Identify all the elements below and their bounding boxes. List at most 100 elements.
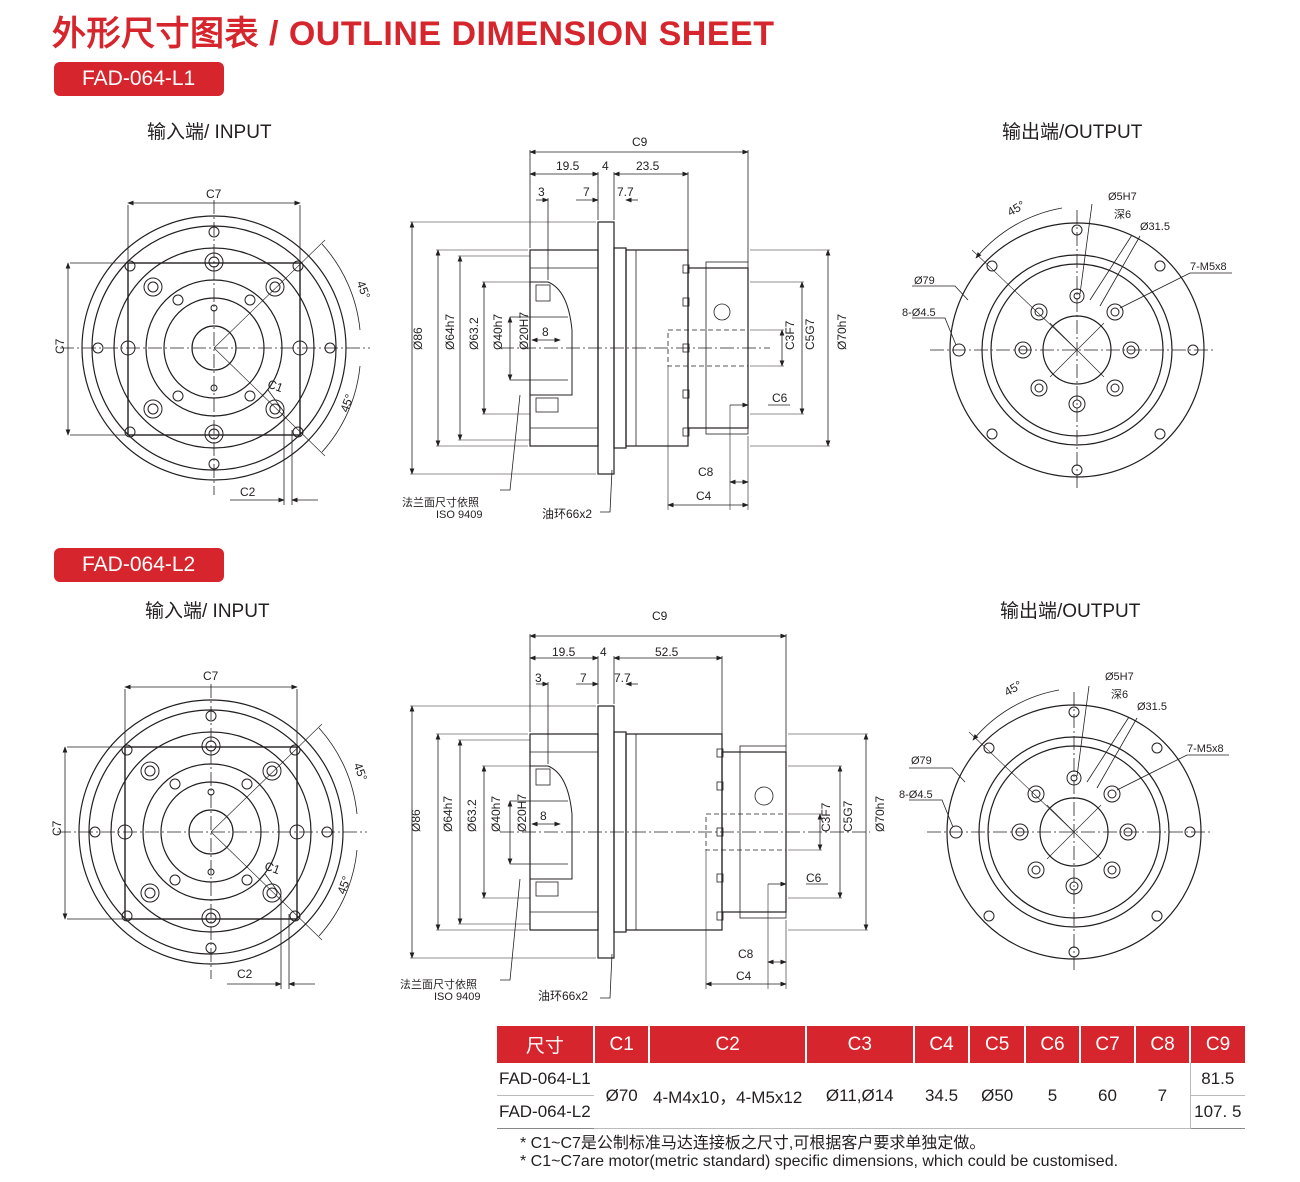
dim-c1-l2: C1	[263, 859, 283, 878]
dim-c3f7: C3F7	[783, 320, 797, 350]
input-label-l2: 输入端/ INPUT	[145, 601, 270, 622]
out-phi5: Ø5H7	[1108, 191, 1137, 203]
model-cell: FAD-064-L1	[497, 1063, 594, 1096]
angle-top: 45°	[354, 279, 373, 301]
cell-c9: 107. 5	[1189, 1095, 1245, 1129]
table-row: FAD-064-L1 Ø70 4-M4x10，4-M5x12 Ø11,Ø14 3…	[497, 1063, 1245, 1129]
th-c8: C8	[1134, 1026, 1191, 1063]
cell-c9: 81.5	[1189, 1063, 1245, 1096]
dim-phi86: Ø86	[411, 327, 425, 350]
dim-c6-l2: C6	[806, 871, 822, 885]
dim-c2: C2	[240, 485, 256, 499]
cell-c7: 60	[1080, 1063, 1136, 1129]
input-view-l1	[60, 200, 370, 505]
dim-c7-top-l2: C7	[203, 669, 219, 683]
dim-c8: C8	[698, 465, 714, 479]
dim-7-l2: 7	[580, 671, 587, 685]
dim-c4: C4	[696, 489, 712, 503]
side-view-l2	[409, 633, 870, 999]
th-c4: C4	[912, 1026, 970, 1063]
th-c9: C9	[1189, 1026, 1245, 1063]
cell-c4: 34.5	[913, 1063, 970, 1129]
angle-bottom: 45°	[337, 392, 356, 414]
dim-c9: C9	[632, 135, 648, 149]
cell-c3: Ø11,Ø14	[805, 1063, 914, 1129]
dim-c7-left: C7	[53, 338, 67, 354]
oil-ring: 油环66x2	[542, 507, 592, 521]
model-badge-l2: FAD-064-L2	[54, 548, 224, 582]
spec-table: 尺寸 C1 C2 C3 C4 C5 C6 C7 C8 C9 FAD-064-L1…	[497, 1026, 1245, 1129]
out-holes: 8-Ø4.5	[902, 307, 936, 319]
dim-3-l2: 3	[535, 671, 542, 685]
out-phi79-l2: Ø79	[911, 755, 932, 767]
dim-phi632: Ø63.2	[467, 317, 481, 350]
out-phi315: Ø31.5	[1140, 221, 1170, 233]
note-en: * C1~C7are motor(metric standard) specif…	[520, 1153, 1119, 1170]
model-cell: FAD-064-L2	[497, 1095, 594, 1129]
angle-top-l2: 45°	[351, 761, 370, 783]
dim-c4-l2: C4	[736, 969, 752, 983]
angle-bottom-l2: 45°	[334, 874, 353, 896]
dim-c1: C1	[266, 377, 286, 396]
flange-note-2: ISO 9409	[436, 509, 482, 521]
flange-note-1: 法兰面尺寸依照	[402, 495, 479, 509]
out-depth: 深6	[1114, 208, 1131, 221]
dim-c-l2: 52.5	[655, 645, 679, 659]
dim-phi20-l2: Ø20H7	[515, 794, 529, 832]
note-cn: * C1~C7是公制标准马达连接板之尺寸,可根据客户要求单独定做。	[520, 1135, 986, 1152]
output-label-l2: 输出端/OUTPUT	[1000, 601, 1141, 622]
dim-c5g7-l2: C5G7	[841, 800, 855, 832]
cell-c6: 5	[1024, 1063, 1080, 1129]
dim-b-l2: 4	[600, 645, 607, 659]
page-title: 外形尺寸图表 / OUTLINE DIMENSION SHEET	[52, 15, 775, 53]
dim-8: 8	[542, 325, 549, 339]
out-phi315-l2: Ø31.5	[1137, 701, 1167, 713]
th-c6: C6	[1023, 1026, 1080, 1063]
dim-b: 4	[602, 159, 609, 173]
th-c5: C5	[968, 1026, 1025, 1063]
th-c2: C2	[648, 1026, 806, 1063]
spec-table-header: 尺寸 C1 C2 C3 C4 C5 C6 C7 C8 C9	[497, 1026, 1245, 1063]
output-view-l1	[912, 203, 1232, 490]
dim-phi64: Ø64h7	[443, 314, 457, 350]
table-row: FAD-064-L2 107. 5	[497, 1095, 1245, 1129]
out-angle-l2: 45°	[1002, 678, 1025, 699]
dim-c8-l2: C8	[738, 947, 754, 961]
oil-ring-l2: 油环66x2	[538, 989, 588, 1003]
out-phi79: Ø79	[914, 275, 935, 287]
cell-c1: Ø70	[593, 1063, 650, 1129]
flange-note-1-l2: 法兰面尺寸依照	[400, 977, 477, 991]
flange-note-2-l2: ISO 9409	[434, 991, 480, 1003]
dim-phi20: Ø20H7	[517, 312, 531, 350]
input-label-l1: 输入端/ INPUT	[147, 122, 272, 143]
out-m5-l2: 7-M5x8	[1187, 743, 1224, 755]
out-holes-l2: 8-Ø4.5	[899, 789, 933, 801]
dim-c7-left-l2: C7	[50, 820, 64, 836]
out-m5: 7-M5x8	[1190, 261, 1227, 273]
side-view-l1	[409, 149, 831, 513]
dim-8-l2: 8	[540, 809, 547, 823]
th-size: 尺寸	[497, 1026, 594, 1063]
labels-l2: C7 C7 45° 45° C1 C2 C9 19.5 4 52.5 3 7 7…	[50, 609, 1224, 1003]
dim-phi632-l2: Ø63.2	[465, 799, 479, 832]
cell-c8: 7	[1135, 1063, 1191, 1129]
dim-a: 19.5	[556, 159, 580, 173]
out-angle: 45°	[1005, 198, 1028, 219]
out-depth-l2: 深6	[1111, 688, 1128, 701]
dim-7: 7	[583, 185, 590, 199]
dim-phi86-l2: Ø86	[409, 809, 423, 832]
input-view-l2	[57, 684, 367, 989]
dim-phi40: Ø40h7	[491, 314, 505, 350]
dim-c7-top: C7	[206, 187, 222, 201]
dim-phi70: Ø70h7	[835, 314, 849, 350]
dim-7-7-l2: 7.7	[614, 671, 631, 685]
dim-a-l2: 19.5	[552, 645, 576, 659]
th-c1: C1	[592, 1026, 650, 1063]
dim-c5g7: C5G7	[803, 318, 817, 350]
output-view-l2	[909, 686, 1229, 972]
cell-c2: 4-M4x10，4-M5x12	[649, 1063, 806, 1129]
out-phi5-l2: Ø5H7	[1105, 671, 1134, 683]
labels-l1: C7 C7 45° 45° C1 C2 C9 19.5 4 23.5 3 7 7…	[53, 135, 1227, 521]
th-c7: C7	[1078, 1026, 1136, 1063]
